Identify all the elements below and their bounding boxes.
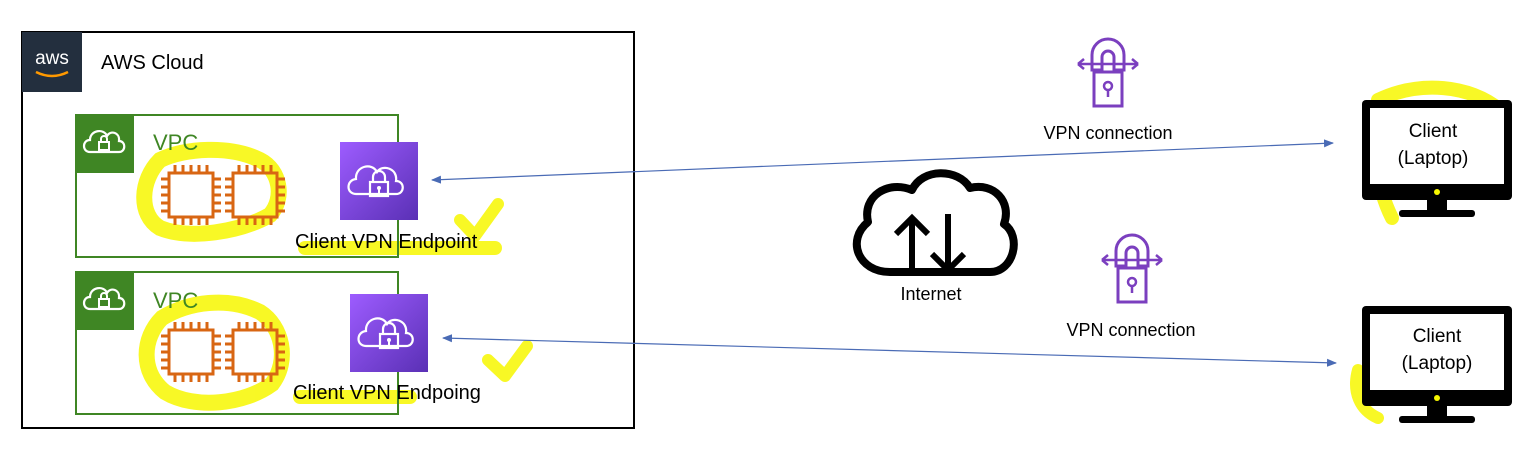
client-label: Client [1413,326,1462,347]
vpn-connection-label: VPN connection [1066,320,1195,340]
internet-label: Internet [900,284,961,304]
vpn-connection-2: VPN connection [442,233,1337,367]
ec2-instance-icon [223,163,287,227]
vpc-label: VPC [153,130,198,155]
client-label: Client [1409,121,1458,142]
aws-cloud-group: aws AWS Cloud [21,31,635,429]
vpc-group-1: VPC Client VPN Endpoint [75,114,478,258]
client-sublabel: (Laptop) [1402,353,1473,374]
endpoint-label: Client VPN Endpoing [293,382,481,404]
vpc-group-2: VPC Client VPN Endpoing [75,271,481,415]
aws-cloud-border [21,31,635,429]
upload-download-arrows-icon [893,213,967,275]
highlight-scribble [136,141,287,242]
vpn-connection-label: VPN connection [1043,123,1172,143]
internet-group: Internet [853,169,1018,304]
aws-cloud-label: AWS Cloud [101,52,204,74]
vpc-label: VPC [153,288,198,313]
ec2-instance-icon [159,320,223,384]
aws-smile-mark [35,70,69,78]
aws-logo-icon [22,32,82,92]
highlight-check [454,198,504,242]
ec2-instance-icon [223,320,287,384]
vpn-connection-1: VPN connection [431,37,1334,184]
client-laptop-2: Client (Laptop) [1362,306,1512,423]
ec2-instance-icon [159,163,223,227]
aws-logo-text: aws [35,48,69,69]
vpn-lock-icon [1100,233,1164,304]
connection-arrow [431,139,1334,184]
vpn-lock-icon [1076,37,1140,108]
highlight-check [482,340,533,382]
client-laptop-1: Client (Laptop) [1362,100,1512,217]
endpoint-label: Client VPN Endpoint [295,231,478,253]
connection-arrow [442,334,1337,367]
highlight-scribble [138,294,290,411]
highlight-scribble [1350,364,1384,424]
client-sublabel: (Laptop) [1398,148,1469,169]
